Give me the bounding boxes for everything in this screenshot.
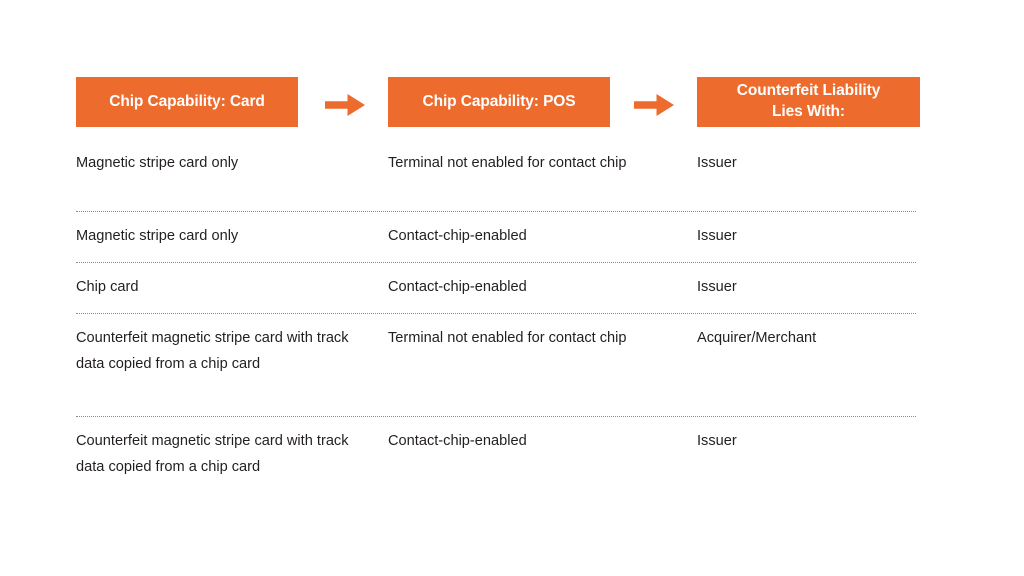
cell-card-capability: Magnetic stripe card only — [76, 228, 239, 244]
arrow-right-icon — [634, 94, 674, 116]
column-header-chip-capability-card: Chip Capability: Card — [76, 77, 298, 127]
cell-pos-capability: Terminal not enabled for contact chip — [388, 155, 627, 171]
cell-liability: Issuer — [697, 279, 737, 295]
column-header-label: Chip Capability: POS — [422, 92, 576, 110]
column-header-chip-capability-pos: Chip Capability: POS — [388, 77, 610, 127]
table-body: Magnetic stripe card only Terminal not e… — [76, 139, 916, 511]
cell-pos-capability: Contact-chip-enabled — [388, 228, 527, 244]
cell-pos-capability: Terminal not enabled for contact chip — [388, 330, 627, 346]
table-header-row: Chip Capability: Card Chip Capability: P… — [76, 77, 920, 127]
cell-liability: Issuer — [697, 228, 737, 244]
cell-liability: Issuer — [697, 433, 737, 449]
cell-card-capability: Counterfeit magnetic stripe card with tr… — [76, 433, 349, 475]
column-header-label: Counterfeit Liability Lies With: — [736, 82, 881, 120]
cell-card-capability: Chip card — [76, 279, 139, 295]
cell-pos-capability: Contact-chip-enabled — [388, 279, 527, 295]
cell-liability: Issuer — [697, 155, 737, 171]
table-row: Counterfeit magnetic stripe card with tr… — [76, 416, 916, 511]
table-row: Counterfeit magnetic stripe card with tr… — [76, 313, 916, 416]
cell-pos-capability: Contact-chip-enabled — [388, 433, 527, 449]
arrow-right-icon — [325, 94, 365, 116]
table-row: Chip card Contact-chip-enabled Issuer — [76, 262, 916, 313]
cell-liability: Acquirer/Merchant — [697, 330, 817, 346]
table-row: Magnetic stripe card only Terminal not e… — [76, 139, 916, 211]
cell-card-capability: Counterfeit magnetic stripe card with tr… — [76, 330, 349, 372]
column-header-counterfeit-liability: Counterfeit Liability Lies With: — [697, 77, 920, 127]
cell-card-capability: Magnetic stripe card only — [76, 155, 239, 171]
column-header-label: Chip Capability: Card — [109, 92, 265, 110]
table-row: Magnetic stripe card only Contact-chip-e… — [76, 211, 916, 262]
